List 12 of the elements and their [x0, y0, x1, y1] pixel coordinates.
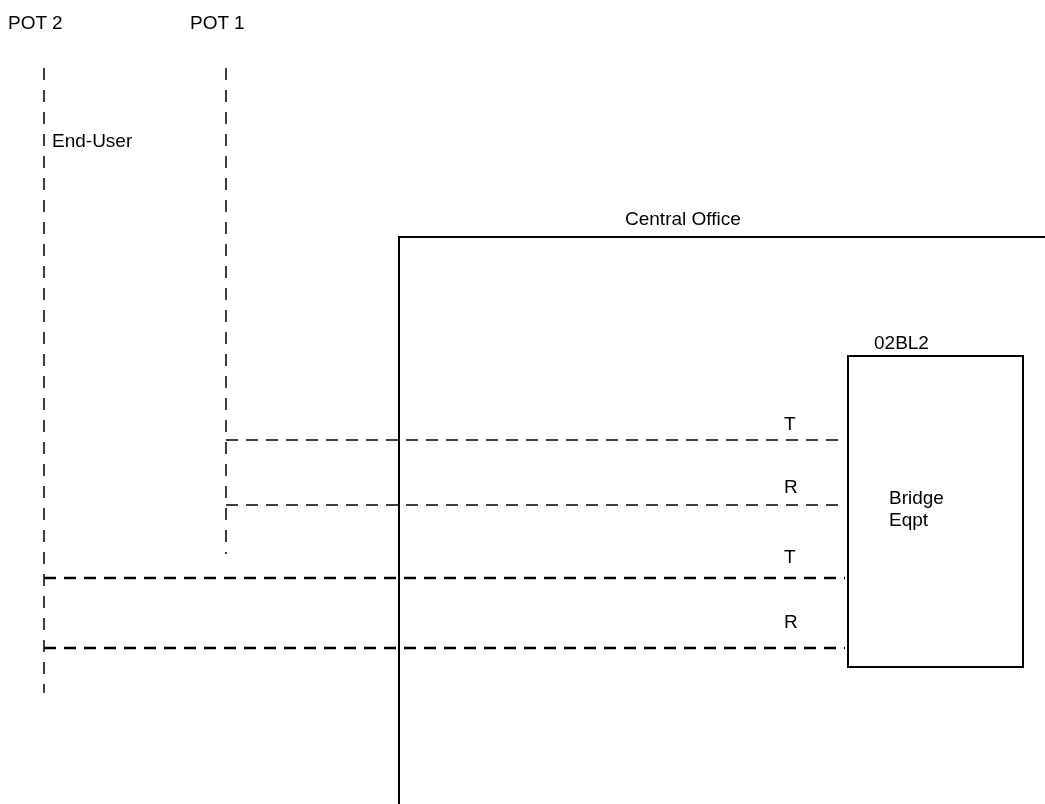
edge-label: T: [784, 546, 796, 568]
edge-label: T: [784, 413, 796, 435]
wire-line: [44, 576, 845, 580]
edge-label: R: [784, 611, 798, 633]
wire-line: [44, 646, 845, 650]
point-label: POT 1: [190, 12, 245, 34]
edge-label: R: [784, 476, 798, 498]
area-label: End-User: [52, 130, 133, 152]
region-heading: Central Office: [625, 208, 741, 230]
point-label: POT 2: [8, 12, 63, 34]
equipment-name: Bridge Eqpt: [889, 487, 945, 531]
equipment-code: 02BL2: [874, 332, 929, 354]
